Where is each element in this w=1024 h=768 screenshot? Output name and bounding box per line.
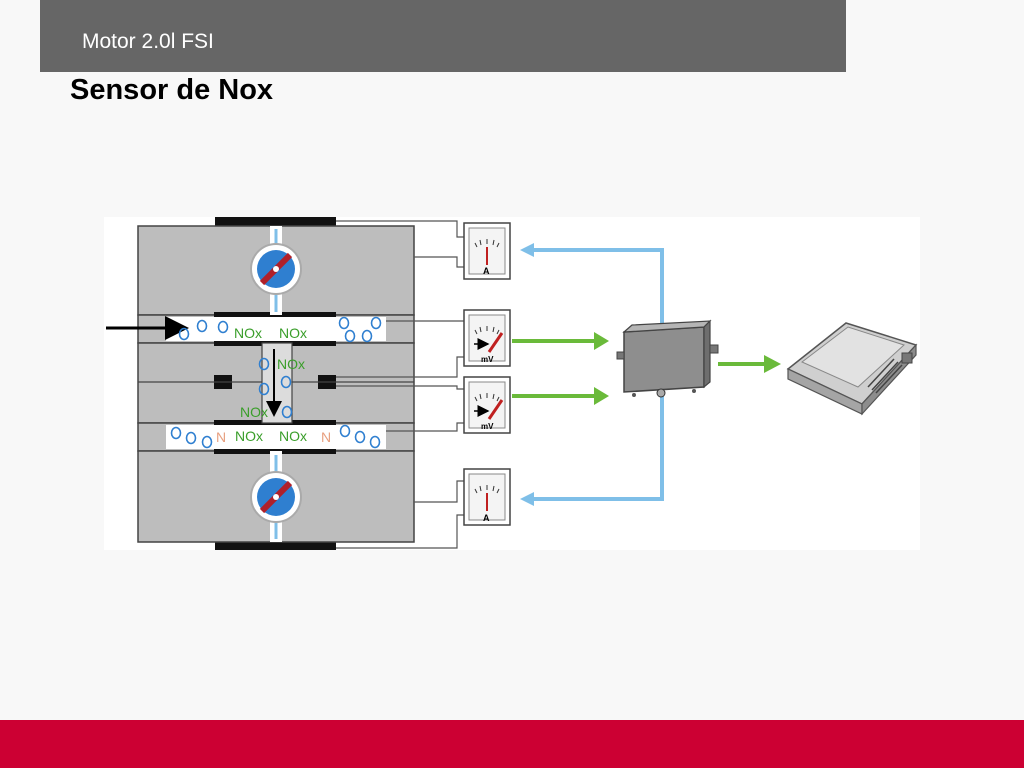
nox-sensor-control-unit [616,319,719,398]
page-title: Sensor de Nox [70,74,274,106]
header-bar [40,0,846,72]
nox-label: NOx [234,325,262,341]
header-title: Motor 2.0l FSI [82,30,214,53]
upper-pump-cell [250,226,302,315]
nox-label: NOx [240,404,268,420]
control-arrows [520,243,664,506]
engine-control-unit [786,322,918,416]
nox-label: NOx [279,428,307,444]
meter-unit: mV [481,355,494,364]
nitrogen-label: N [321,429,331,445]
voltmeter-lower: mV [463,376,511,434]
lower-pump-cell [250,451,302,542]
oxygen-molecule [354,430,366,444]
ammeter-bottom: A [463,468,511,526]
oxygen-molecule [369,435,381,449]
voltmeter-upper: mV [463,309,511,367]
oxygen-molecule [178,327,190,341]
nox-label: NOx [279,325,307,341]
oxygen-molecule [201,435,213,449]
signal-arrows [512,332,781,405]
oxygen-molecule [344,329,356,343]
nox-label: NOx [277,356,305,372]
oxygen-molecule [185,431,197,445]
nox-sensor-diagram: NOx NOx NOx NOx NOx NOx N N [104,217,920,550]
meter-unit: A [483,266,490,276]
nox-label: NOx [235,428,263,444]
oxygen-molecule [217,320,229,334]
oxygen-molecule [280,375,292,389]
nitrogen-label: N [216,429,226,445]
oxygen-molecule [281,405,293,419]
ammeter-top: A [463,222,511,280]
oxygen-molecule [258,357,270,371]
oxygen-molecule [170,426,182,440]
meter-unit: A [483,513,490,523]
footer-bar [0,720,1024,768]
meter-unit: mV [481,422,494,431]
oxygen-molecule [258,382,270,396]
sensor-wiring [336,220,464,549]
oxygen-molecule [361,329,373,343]
oxygen-molecule [339,424,351,438]
oxygen-molecule [196,319,208,333]
oxygen-molecule [370,316,382,330]
oxygen-molecule [338,316,350,330]
